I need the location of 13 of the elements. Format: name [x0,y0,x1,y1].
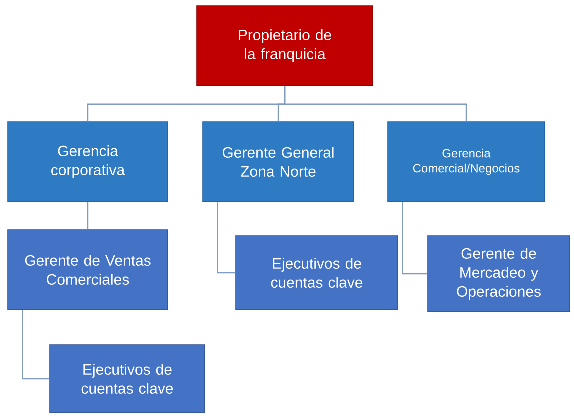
org-box: Gerente General Zona Norte [202,122,354,202]
org-box: Gerente de Ventas Comerciales [8,230,168,310]
connector-line [22,310,50,380]
connector-line [284,86,468,122]
org-box: Ejecutivos de cuentas clave [236,236,398,310]
org-box: Gerencia Comercial/Negocios [388,122,546,202]
org-box: Gerente de Mercadeo y Operaciones [428,236,570,312]
title-box: Propietario de la franquicia [196,6,374,86]
connector-line [402,202,428,275]
connector-line [87,202,89,230]
org-box: Gerencia corporativa [8,122,168,202]
connector-line [217,202,236,274]
org-box: Ejecutivos de cuentas clave [50,344,206,414]
